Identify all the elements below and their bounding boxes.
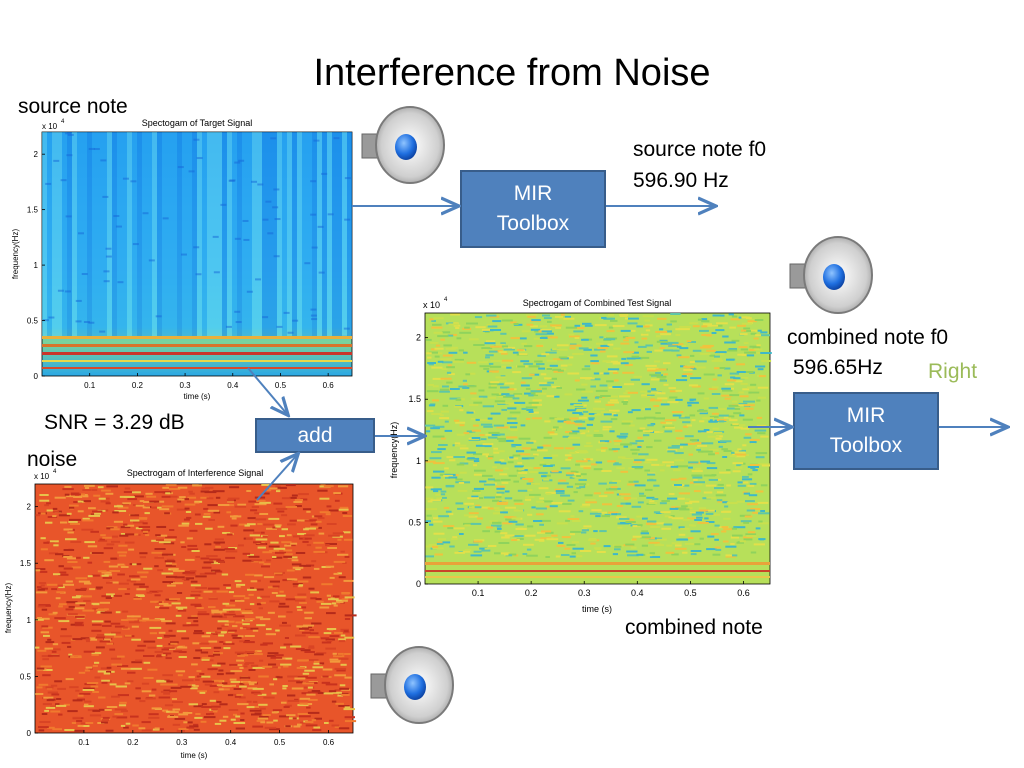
target-x-axis-label: time (s) <box>184 392 211 401</box>
combined-harmonic-bands <box>425 562 770 578</box>
y-tick-label: 0 <box>416 579 421 589</box>
interference-x-axis-label: time (s) <box>181 751 208 760</box>
combined-exponent: 4 <box>444 297 448 303</box>
y-tick-label: 0 <box>27 729 32 738</box>
x-tick-label: 0.1 <box>78 738 90 747</box>
target-exponent-label: x 10 <box>42 122 58 131</box>
source-note-label: source note <box>18 95 128 118</box>
x-tick-label: 0.2 <box>525 588 538 598</box>
x-tick-label: 0.3 <box>180 381 192 390</box>
target-spectrogram-title: Spectogam of Target Signal <box>142 118 252 128</box>
speaker-icon[interactable] <box>358 100 450 190</box>
x-tick-label: 0.1 <box>84 381 96 390</box>
source-f0-value: 596.90 Hz <box>633 169 729 192</box>
x-tick-label: 0.5 <box>684 588 697 598</box>
combined-note-label: combined note <box>625 616 763 639</box>
y-tick-label: 2 <box>27 503 32 512</box>
y-tick-label: 1.5 <box>27 206 39 215</box>
speaker-icon[interactable] <box>786 230 878 318</box>
verdict-label: Right <box>928 360 978 383</box>
interference-exponent-label: x 10 <box>34 472 50 481</box>
interference-y-axis-label: frequency(Hz) <box>4 583 13 634</box>
mir-toolbox-source-button[interactable]: MIR Toolbox <box>460 170 606 248</box>
target-exponent: 4 <box>61 119 65 125</box>
slide-title: Interference from Noise <box>313 52 711 94</box>
combined-x-axis-label: time (s) <box>582 604 612 614</box>
y-tick-label: 1.5 <box>408 394 421 404</box>
x-tick-label: 0.4 <box>225 738 237 747</box>
combined-y-axis-label: frequency(Hz) <box>389 422 399 479</box>
x-tick-label: 0.6 <box>323 381 335 390</box>
snr-label: SNR = 3.29 dB <box>44 411 185 434</box>
x-tick-label: 0.6 <box>737 588 750 598</box>
combined-plot-area <box>424 312 771 585</box>
target-spectrogram: Spectogam of Target Signal x 10 4 0 0.5 1 1… <box>11 118 353 401</box>
y-tick-label: 0 <box>34 372 39 381</box>
x-tick-label: 0.2 <box>132 381 144 390</box>
combined-spectrogram-title: Spectrogam of Combined Test Signal <box>523 298 671 308</box>
x-tick-label: 0.5 <box>275 381 287 390</box>
mir-toolbox-line1: MIR <box>513 182 553 205</box>
x-tick-label: 0.4 <box>631 588 644 598</box>
y-tick-label: 2 <box>416 333 421 343</box>
mir-toolbox-line1: MIR <box>846 404 886 427</box>
combined-f0-label: combined note f0 <box>787 326 949 349</box>
combined-y-ticks: 0 0.5 1 1.5 2 <box>408 333 428 589</box>
y-tick-label: 0.5 <box>20 672 32 681</box>
x-tick-label: 0.3 <box>578 588 591 598</box>
y-tick-label: 0.5 <box>27 317 39 326</box>
add-label: add <box>297 423 333 447</box>
x-tick-label: 0.2 <box>127 738 139 747</box>
y-tick-label: 1.5 <box>20 559 32 568</box>
y-tick-label: 1 <box>416 456 421 466</box>
interference-y-ticks: 0 0.5 1 1.5 2 <box>20 503 38 738</box>
target-harmonic-bands <box>42 336 352 369</box>
y-tick-label: 1 <box>27 616 32 625</box>
source-f0-label: source note f0 <box>633 138 767 161</box>
interference-texture <box>35 484 357 732</box>
combined-x-ticks: 0.1 0.2 0.3 0.4 0.5 0.6 <box>472 581 750 598</box>
mir-toolbox-line2: Toolbox <box>829 434 903 457</box>
interference-spectrogram-title: Spectrogam of Interference Signal <box>127 468 264 478</box>
x-tick-label: 0.4 <box>227 381 239 390</box>
y-tick-label: 1 <box>34 261 39 270</box>
mir-toolbox-combined-button[interactable]: MIR Toolbox <box>793 392 939 470</box>
target-y-ticks: 0 0.5 1 1.5 2 <box>27 150 45 381</box>
add-button[interactable]: add <box>255 418 375 453</box>
interference-plot-area <box>34 483 354 734</box>
combined-exponent-label: x 10 <box>423 300 440 310</box>
noise-label: noise <box>27 448 78 471</box>
mir-toolbox-line2: Toolbox <box>496 212 570 235</box>
interference-spectrogram: Spectrogam of Interference Signal x 10 4… <box>4 468 357 760</box>
combined-f0-value: 596.65Hz <box>793 356 883 379</box>
y-tick-label: 2 <box>34 150 39 159</box>
interference-x-ticks: 0.1 0.2 0.3 0.4 0.5 0.6 <box>78 730 335 747</box>
y-tick-label: 0.5 <box>408 517 421 527</box>
x-tick-label: 0.6 <box>323 738 335 747</box>
combined-spectrogram: Spectrogam of Combined Test Signal x 10 … <box>389 297 772 614</box>
x-tick-label: 0.5 <box>274 738 286 747</box>
x-tick-label: 0.1 <box>472 588 485 598</box>
x-tick-label: 0.3 <box>176 738 188 747</box>
speaker-icon[interactable] <box>367 640 459 728</box>
interference-exponent: 4 <box>53 469 57 475</box>
target-texture <box>42 132 352 338</box>
combined-texture <box>425 313 772 558</box>
target-y-axis-label: frequency(Hz) <box>11 229 20 280</box>
